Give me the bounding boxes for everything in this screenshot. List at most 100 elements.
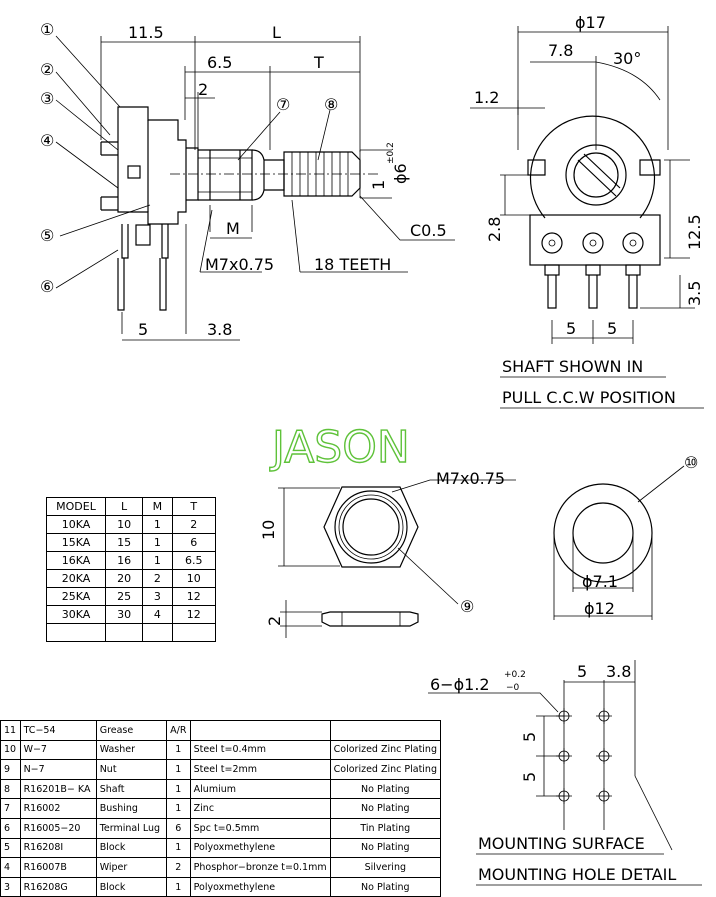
- table-cell: Block: [95, 837, 167, 859]
- label-thread: M7x0.75: [205, 255, 274, 274]
- dim-phi6: ϕ6: [391, 163, 410, 184]
- table-cell: 4: [142, 605, 173, 624]
- table-cell: [104, 623, 144, 642]
- table-cell: 4: [0, 857, 21, 878]
- table-cell: 15: [104, 533, 144, 552]
- label-chamfer: C0.5: [410, 221, 447, 240]
- table-cell: 30KA: [46, 605, 106, 624]
- dim-T: T: [313, 53, 324, 72]
- table-cell: 7: [0, 798, 21, 819]
- table-cell: 1: [165, 837, 191, 859]
- washer-view: ϕ7.1 ϕ12 ⑩: [553, 453, 698, 620]
- table-cell: 11: [0, 720, 21, 741]
- table-cell: R16208I: [19, 837, 97, 859]
- table-cell: 6: [165, 817, 191, 839]
- table-cell: Block: [95, 876, 167, 897]
- dim-nut-2: 2: [265, 616, 284, 626]
- dim-2-8: 2.8: [485, 217, 504, 242]
- table-header: M: [142, 497, 173, 516]
- balloon-8: ⑧: [324, 95, 338, 114]
- table-cell: 9: [0, 759, 21, 780]
- table-cell: 20: [104, 569, 144, 588]
- table-cell: 6: [171, 533, 217, 552]
- table-cell: 2: [142, 569, 173, 588]
- mount-tol-down: −0: [506, 683, 520, 693]
- dim-12-5: 12.5: [685, 214, 704, 250]
- dim-11-5: 11.5: [128, 23, 164, 42]
- table-cell: 1: [165, 778, 191, 800]
- table-cell: Polyoxmethylene: [189, 876, 331, 897]
- table-cell: Wiper: [95, 857, 167, 878]
- table-cell: 6.5: [171, 551, 217, 570]
- dim-phi17: ϕ17: [575, 13, 606, 32]
- table-cell: 20KA: [46, 569, 106, 588]
- table-cell: [329, 720, 442, 741]
- table-cell: 30: [104, 605, 144, 624]
- table-cell: 16KA: [46, 551, 106, 570]
- side-view: 11.5 L 6.5 T 2 M 5 3.8 ϕ6 ±0.2 1 M7x0.75…: [40, 20, 455, 341]
- dim-5: 5: [138, 320, 148, 339]
- table-cell: [46, 623, 106, 642]
- table-cell: 25: [104, 587, 144, 606]
- dim-phi7-1: ϕ7.1: [582, 572, 618, 591]
- table-cell: 1: [165, 876, 191, 897]
- table-cell: Spc t=0.5mm: [189, 817, 331, 839]
- table-cell: Shaft: [95, 778, 167, 800]
- table-cell: 1: [165, 739, 191, 761]
- table-cell: Phosphor−bronze t=0.1mm: [189, 857, 331, 878]
- balloon-10: ⑩: [684, 453, 698, 472]
- mount-dim-3-8: 3.8: [606, 662, 631, 681]
- dim-5-left: 5: [566, 319, 576, 338]
- table-cell: Colorized Zinc Plating: [329, 739, 442, 761]
- table-cell: Steel t=2mm: [189, 759, 331, 780]
- table-cell: 12: [171, 605, 217, 624]
- dim-M: M: [226, 219, 240, 238]
- table-row: [46, 623, 217, 642]
- mount-holes-label: 6−ϕ1.2: [430, 675, 490, 694]
- table-cell: R16005−20: [19, 817, 97, 839]
- table-cell: Colorized Zinc Plating: [329, 759, 442, 780]
- balloon-3: ③: [40, 89, 54, 108]
- table-cell: 3: [0, 876, 21, 897]
- table-cell: 12: [171, 587, 217, 606]
- table-cell: Grease: [95, 720, 167, 741]
- label-teeth: 18 TEETH: [314, 255, 391, 274]
- table-cell: 1: [165, 798, 191, 819]
- mount-tol-up: +0.2: [504, 670, 526, 680]
- mount-v5-top: 5: [520, 732, 539, 742]
- table-cell: No Plating: [329, 837, 442, 859]
- table-cell: 25KA: [46, 587, 106, 606]
- dim-6-5: 6.5: [207, 53, 232, 72]
- table-cell: 6: [0, 817, 21, 839]
- table-cell: No Plating: [329, 798, 442, 819]
- brand-watermark: JASON: [269, 422, 410, 473]
- table-cell: 16: [104, 551, 144, 570]
- table-cell: TC−54: [19, 720, 97, 741]
- front-view: ϕ17 7.8 30° 1.2 2.8 12.5 3.5 5 5 SHAFT S…: [470, 13, 704, 409]
- table-cell: 10KA: [46, 515, 106, 534]
- mount-surface-label: MOUNTING SURFACE: [478, 834, 645, 853]
- table-header: MODEL: [46, 497, 106, 516]
- table-cell: [189, 720, 331, 741]
- dim-3-5: 3.5: [685, 281, 704, 306]
- table-cell: Alumium: [189, 778, 331, 800]
- table-cell: 10: [171, 569, 217, 588]
- table-cell: N−7: [19, 759, 97, 780]
- table-cell: 15KA: [46, 533, 106, 552]
- mount-dim-5: 5: [577, 662, 587, 681]
- table-cell: Bushing: [95, 798, 167, 819]
